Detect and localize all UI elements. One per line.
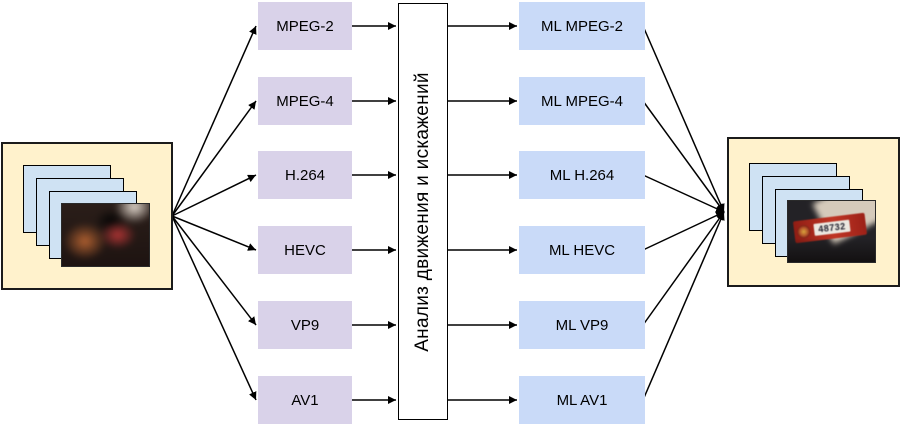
connector-source-to-vp9 <box>171 215 257 326</box>
codec-box-h264: H.264 <box>258 151 352 199</box>
codec-label: MPEG-2 <box>276 17 334 35</box>
connector-ml-mpeg4-to-output <box>642 100 725 213</box>
ml-codec-label: ML MPEG-2 <box>541 17 623 35</box>
analysis-label: Анализ движения и искажений <box>412 71 434 352</box>
ml-codec-label: ML H.264 <box>549 166 615 184</box>
ml-codec-box-av1: ML AV1 <box>519 376 645 424</box>
connector-source-to-hevc <box>171 215 257 251</box>
codec-label: AV1 <box>291 391 319 409</box>
connector-source-to-h264 <box>171 174 257 217</box>
codec-box-mpeg-2: MPEG-2 <box>258 2 352 50</box>
codec-label: VP9 <box>290 316 320 334</box>
output-video-box: 48732 <box>727 137 900 287</box>
connector-ml-vp9-to-output <box>642 211 725 326</box>
connector-source-to-mpeg4 <box>171 100 257 217</box>
codec-label: H.264 <box>284 166 326 184</box>
connector-source-to-mpeg2 <box>171 25 257 217</box>
ml-codec-label: ML HEVC <box>548 241 616 259</box>
ticket-number: 48732 <box>813 219 851 236</box>
ml-codec-box-mpeg-4: ML MPEG-4 <box>519 77 645 125</box>
analysis-box: Анализ движения и искажений <box>398 3 448 420</box>
ml-codec-label: ML MPEG-4 <box>541 92 623 110</box>
codec-label: MPEG-4 <box>276 92 334 110</box>
connector-ml-h264-to-output <box>642 174 725 213</box>
ml-codec-box-vp9: ML VP9 <box>519 301 645 349</box>
ml-codec-box-mpeg-2: ML MPEG-2 <box>519 2 645 50</box>
connector-source-to-av1 <box>171 215 257 401</box>
source-video-box <box>1 142 173 290</box>
photo-shadow <box>788 237 875 262</box>
connector-ml-hevc-to-output <box>642 211 725 251</box>
connector-ml-av1-to-output <box>642 211 725 401</box>
codec-box-hevc: HEVC <box>258 226 352 274</box>
ml-codec-box-h264: ML H.264 <box>519 151 645 199</box>
source-video-thumbnail <box>61 203 150 267</box>
ml-codec-label: ML AV1 <box>556 391 608 409</box>
codec-label: HEVC <box>284 241 326 259</box>
blurred-photo <box>62 204 149 266</box>
ticket-emblem-icon <box>796 223 811 239</box>
codec-box-mpeg-4: MPEG-4 <box>258 77 352 125</box>
output-video-thumbnail: 48732 <box>787 200 876 263</box>
connector-ml-mpeg2-to-output <box>642 25 725 213</box>
ml-codec-box-hevc: ML HEVC <box>519 226 645 274</box>
codec-box-vp9: VP9 <box>258 301 352 349</box>
ml-codec-label: ML VP9 <box>555 316 609 334</box>
codec-box-av1: AV1 <box>258 376 352 424</box>
